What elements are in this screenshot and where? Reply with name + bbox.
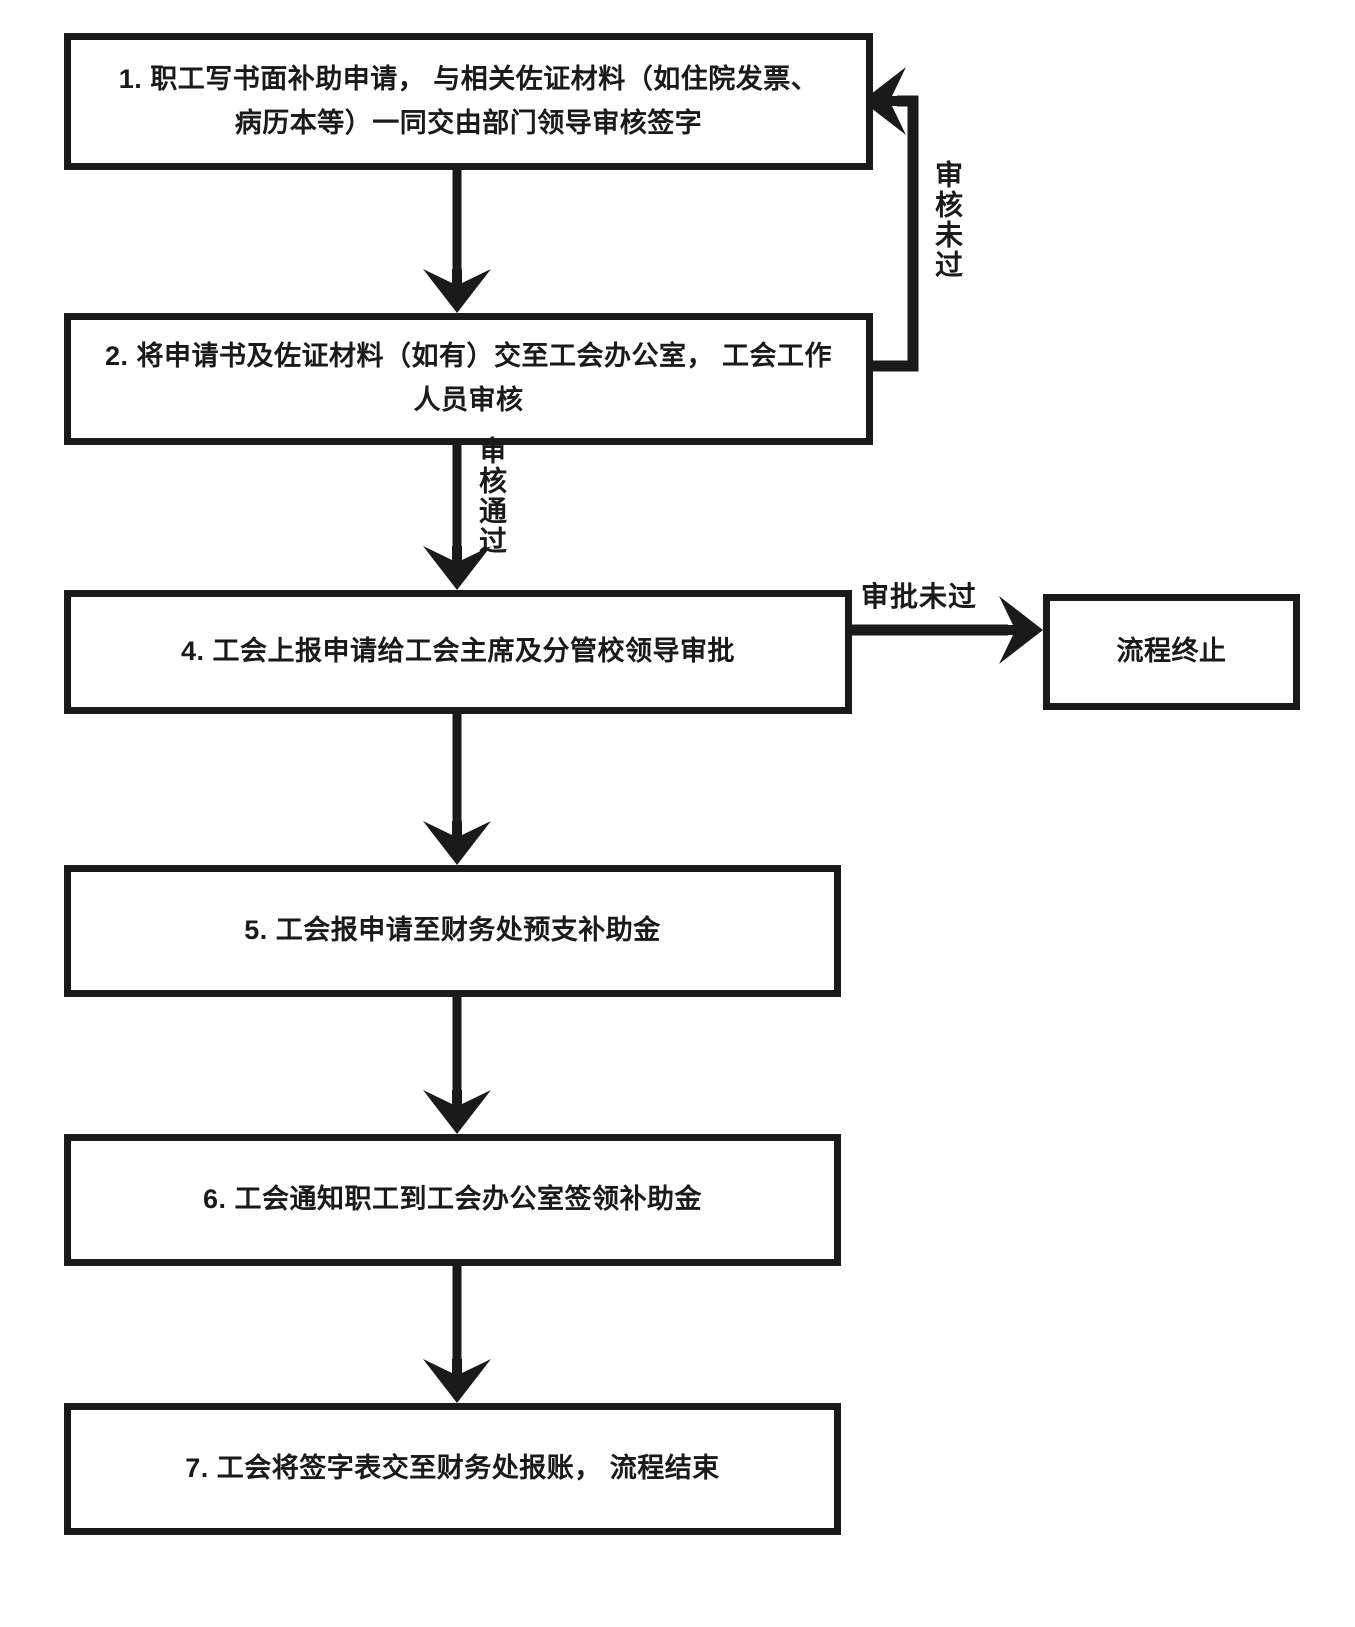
- flow-node-terminate[interactable]: 流程终止: [1043, 594, 1300, 710]
- connector-step1-step2: [423, 170, 491, 313]
- flow-node-step2-label: 2. 将申请书及佐证材料（如有）交至工会办公室， 工会工作 人员审核: [104, 341, 833, 415]
- flow-node-step6-label: 6. 工会通知职工到工会办公室签领补助金: [202, 1184, 703, 1215]
- flow-node-step7-label: 7. 工会将签字表交至财务处报账， 流程结束: [185, 1453, 720, 1484]
- flow-node-step4[interactable]: 4. 工会上报申请给工会主席及分管校领导审批: [64, 590, 852, 714]
- flow-node-step6[interactable]: 6. 工会通知职工到工会办公室签领补助金: [64, 1134, 841, 1266]
- flow-node-step7[interactable]: 7. 工会将签字表交至财务处报账， 流程结束: [64, 1403, 841, 1535]
- flow-node-step2[interactable]: 2. 将申请书及佐证材料（如有）交至工会办公室， 工会工作 人员审核: [64, 313, 873, 445]
- flow-node-step5[interactable]: 5. 工会报申请至财务处预支补助金: [64, 865, 841, 997]
- flow-node-step5-label: 5. 工会报申请至财务处预支补助金: [244, 915, 661, 946]
- flow-node-step1[interactable]: 1. 职工写书面补助申请， 与相关佐证材料（如住院发票、 病历本等）一同交由部门…: [64, 33, 873, 170]
- edge-label-review-failed: 审核未过: [932, 160, 963, 280]
- connector-step6-step7: [423, 1266, 491, 1403]
- flow-node-step1-label: 1. 职工写书面补助申请， 与相关佐证材料（如住院发票、 病历本等）一同交由部门…: [118, 63, 819, 138]
- connector-approval-failed: [852, 596, 1043, 664]
- edge-label-approval-failed: 审批未过: [861, 581, 978, 612]
- flow-node-step4-label: 4. 工会上报申请给工会主席及分管校领导审批: [180, 636, 736, 667]
- flow-node-terminate-label: 流程终止: [1116, 636, 1227, 667]
- connector-step4-step5: [423, 714, 491, 865]
- connector-review-failed-loop: [862, 67, 919, 372]
- edge-label-review-passed: 审核通过: [476, 436, 507, 556]
- connector-step5-step6: [423, 997, 491, 1134]
- connector-step2-step4: [423, 445, 491, 590]
